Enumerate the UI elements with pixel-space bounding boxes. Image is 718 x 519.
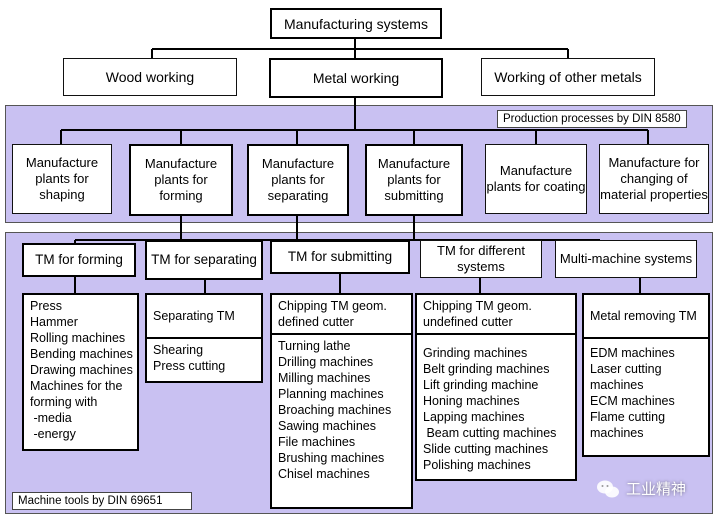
list-item: -media	[30, 411, 72, 425]
list-item: forming with	[30, 395, 98, 409]
list-item: EDM machines	[590, 346, 675, 360]
metal-working-label: Metal working	[312, 70, 400, 86]
list-item: Drawing machines	[30, 363, 133, 377]
plant-shaping: Manufacture plants for shaping	[12, 144, 112, 214]
tm-forming-label: TM for forming	[35, 252, 123, 267]
tm-submitting-header: TM for submitting	[270, 240, 410, 274]
plant-coating-label: Manufacture plants for coating	[486, 163, 586, 194]
list-item: -energy	[30, 427, 76, 441]
metal-working-box: Metal working	[269, 58, 443, 98]
root-box: Manufacturing systems	[270, 8, 442, 39]
plant-forming-label: Manufacture plants for forming	[144, 156, 218, 203]
undefined-cutter-list-header: Chipping TM geom. undefined cutter	[417, 295, 575, 335]
tm-different-systems-header: TM for different systems	[420, 240, 542, 278]
multi-machine-systems-header: Multi-machine systems	[555, 240, 697, 278]
list-item: Milling machines	[278, 371, 371, 385]
list-item: Grinding machines	[423, 346, 528, 360]
metal-removing-list-header: Metal removing TM	[584, 295, 708, 339]
tm-forming-header: TM for forming	[22, 243, 136, 277]
list-item: Honing machines	[423, 394, 520, 408]
list-item: machines	[590, 426, 644, 440]
tm-different-systems-label: TM for different systems	[437, 243, 525, 274]
tm-separating-header: TM for separating	[145, 240, 263, 280]
machine-tools-label: Machine tools by DIN 69651	[12, 492, 192, 510]
list-item: Belt grinding machines	[423, 362, 550, 376]
wood-working-box: Wood working	[63, 58, 237, 96]
list-item: Machines for the	[30, 379, 123, 393]
wood-working-label: Wood working	[105, 69, 195, 85]
undefined-cutter-list: Chipping TM geom. undefined cutter Grind…	[415, 293, 577, 481]
list-item: Turning lathe	[278, 339, 351, 353]
plant-submitting-label: Manufacture plants for submitting	[377, 156, 451, 203]
plant-material-properties: Manufacture for changing of material pro…	[599, 144, 709, 214]
other-metals-box: Working of other metals	[481, 58, 655, 96]
list-item: Broaching machines	[278, 403, 392, 417]
plant-shaping-label: Manufacture plants for shaping	[25, 155, 99, 202]
plant-submitting: Manufacture plants for submitting	[365, 144, 463, 216]
watermark: 工业精神	[596, 478, 686, 499]
list-item: Polishing machines	[423, 458, 531, 472]
separating-machines-list: Separating TM Shearing Press cutting	[145, 293, 263, 383]
list-item: Sawing machines	[278, 419, 376, 433]
list-item: Laser cutting	[590, 362, 662, 376]
list-item: Chisel machines	[278, 467, 370, 481]
multi-machine-systems-label: Multi-machine systems	[559, 251, 693, 266]
defined-cutter-list: Chipping TM geom. defined cutter Turning…	[270, 293, 413, 509]
plant-forming: Manufacture plants for forming	[129, 144, 233, 216]
list-item: Slide cutting machines	[423, 442, 549, 456]
list-item: File machines	[278, 435, 356, 449]
forming-machines-list: Press Hammer Rolling machines Bending ma…	[22, 293, 139, 451]
metal-removing-list: Metal removing TM EDM machines Laser cut…	[582, 293, 710, 457]
list-item: Rolling machines	[30, 331, 126, 345]
list-item: Beam cutting machines	[423, 426, 557, 440]
list-item: Hammer	[30, 315, 78, 329]
plant-coating: Manufacture plants for coating	[485, 144, 587, 214]
production-processes-label: Production processes by DIN 8580	[497, 110, 687, 128]
plant-separating: Manufacture plants for separating	[247, 144, 349, 216]
tm-separating-label: TM for separating	[151, 252, 257, 267]
separating-list-header: Separating TM	[147, 295, 261, 339]
defined-cutter-list-header: Chipping TM geom. defined cutter	[272, 295, 411, 335]
watermark-text: 工业精神	[626, 480, 687, 498]
list-item: Press cutting	[153, 359, 226, 373]
plant-material-properties-label: Manufacture for changing of material pro…	[600, 155, 708, 202]
other-metals-label: Working of other metals	[494, 69, 642, 85]
list-item: Flame cutting	[590, 410, 666, 424]
tm-submitting-label: TM for submitting	[287, 249, 393, 264]
list-item: machines	[590, 378, 644, 392]
wechat-icon	[597, 480, 619, 497]
root-label: Manufacturing systems	[284, 15, 428, 32]
plant-separating-label: Manufacture plants for separating	[261, 156, 335, 203]
list-item: Drilling machines	[278, 355, 374, 369]
list-item: Planning machines	[278, 387, 384, 401]
list-item: Lapping machines	[423, 410, 525, 424]
list-item: Press	[30, 299, 62, 313]
list-item: Lift grinding machine	[423, 378, 539, 392]
list-item: Brushing machines	[278, 451, 385, 465]
list-item: Shearing	[153, 343, 204, 357]
list-item: Bending machines	[30, 347, 133, 361]
list-item: ECM machines	[590, 394, 675, 408]
